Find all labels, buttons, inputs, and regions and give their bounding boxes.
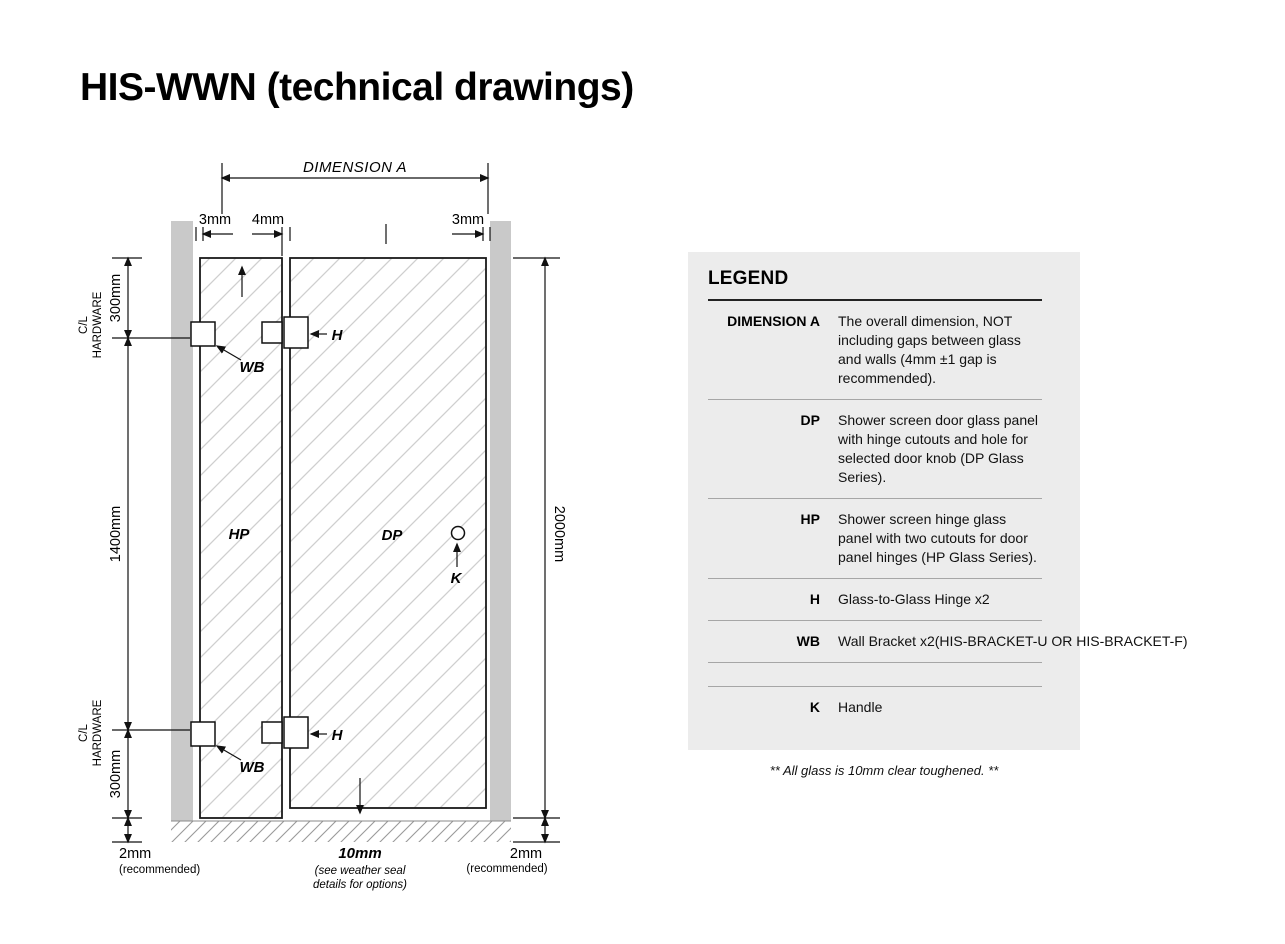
legend-desc: Shower screen door glass panel with hing… <box>838 412 1039 485</box>
dim-300mm-top: 300mm <box>108 274 124 322</box>
bottom-right-note: (recommended) <box>466 863 547 875</box>
dimension-a: DIMENSION A <box>220 159 490 214</box>
legend-desc: Glass-to-Glass Hinge x2 <box>838 591 990 607</box>
hardware: WB WB H H K <box>190 316 466 776</box>
legend-panel: LEGEND DIMENSION A The overall dimension… <box>688 252 1188 750</box>
handle-label: K <box>451 570 463 587</box>
bottom-center-note-2: details for options) <box>313 879 407 891</box>
top-gap-dimensions: 3mm 4mm 3mm <box>195 212 491 256</box>
left-dimensions: 300mm 1400mm 300mm C/L HARDWARE C/L HARD… <box>78 256 190 844</box>
legend-term: HP <box>800 511 820 527</box>
right-dimensions: 2000mm <box>513 256 567 844</box>
page-title: HIS-WWN (technical drawings) <box>80 66 634 109</box>
dim-2000mm: 2000mm <box>551 506 567 562</box>
legend-row-wb: WB Wall Bracket x2(HIS-BRACKET-U OR HIS-… <box>708 621 1188 663</box>
panel-labels: HP DP <box>229 526 404 544</box>
hinge-bottom-hp-side <box>261 721 283 744</box>
bottom-left-note: (recommended) <box>119 864 200 876</box>
legend-row-spacer <box>708 663 1042 687</box>
handle-hole <box>450 525 466 541</box>
hinge-label-top: H <box>332 327 344 344</box>
legend-row-h: H Glass-to-Glass Hinge x2 <box>708 579 1042 621</box>
hp-panel-label: HP <box>229 526 251 543</box>
walls-and-floor <box>171 221 511 842</box>
legend-section: LEGEND DIMENSION A The overall dimension… <box>688 252 1188 778</box>
dim-1400mm: 1400mm <box>108 506 124 562</box>
gap-left-label: 3mm <box>199 212 231 228</box>
legend-term: H <box>809 591 820 607</box>
wall-bracket-bottom <box>190 721 216 747</box>
bottom-center-note-1: (see weather seal <box>315 865 406 877</box>
legend-term: DIMENSION A <box>727 313 820 329</box>
legend-desc: Shower screen hinge glass panel with two… <box>838 511 1037 565</box>
legend-row-dimension-a: DIMENSION A The overall dimension, NOT i… <box>708 301 1042 400</box>
hinge-top-dp-side <box>283 316 309 349</box>
hinge-label-bottom: H <box>332 727 344 744</box>
gap-right-label: 3mm <box>452 212 484 228</box>
bottom-left-gap: 2mm <box>119 846 151 862</box>
legend-desc: The overall dimension, NOT including gap… <box>838 313 1021 386</box>
right-wall <box>490 221 511 821</box>
glass-footnote: ** All glass is 10mm clear toughened. ** <box>769 763 999 778</box>
legend-row-hp: HP Shower screen hinge glass panel with … <box>708 499 1042 579</box>
bottom-annotations: 2mm (recommended) 10mm (see weather seal… <box>119 265 548 891</box>
hardware-label-bottom: HARDWARE <box>92 699 104 766</box>
hinge-top-hp-side <box>261 321 283 344</box>
bottom-center-gap: 10mm <box>338 845 381 862</box>
bottom-right-gap: 2mm <box>510 846 542 862</box>
wb-label-top: WB <box>240 359 265 376</box>
legend-row-dp: DP Shower screen door glass panel with h… <box>708 400 1042 499</box>
legend-desc: Handle <box>838 699 883 715</box>
floor <box>171 821 511 842</box>
dimension-a-label: DIMENSION A <box>303 159 407 176</box>
wb-label-bottom: WB <box>240 759 265 776</box>
cl-label-bottom: C/L <box>78 723 90 742</box>
cl-label-top: C/L <box>78 315 90 334</box>
left-wall <box>171 221 193 821</box>
legend-desc: Wall Bracket x2(HIS-BRACKET-U OR HIS-BRA… <box>838 633 1188 649</box>
legend-term: WB <box>796 633 820 649</box>
dp-panel-label: DP <box>382 527 404 544</box>
legend-term: DP <box>800 412 820 428</box>
dim-300mm-bottom: 300mm <box>108 750 124 798</box>
hinge-bottom-dp-side <box>283 716 309 749</box>
legend-row-k: K Handle <box>708 687 1042 728</box>
gap-middle-label: 4mm <box>252 212 284 228</box>
hardware-label-top: HARDWARE <box>92 291 104 358</box>
wall-bracket-top <box>190 321 216 347</box>
legend-title: LEGEND <box>708 268 1042 301</box>
legend-term: K <box>809 699 820 715</box>
